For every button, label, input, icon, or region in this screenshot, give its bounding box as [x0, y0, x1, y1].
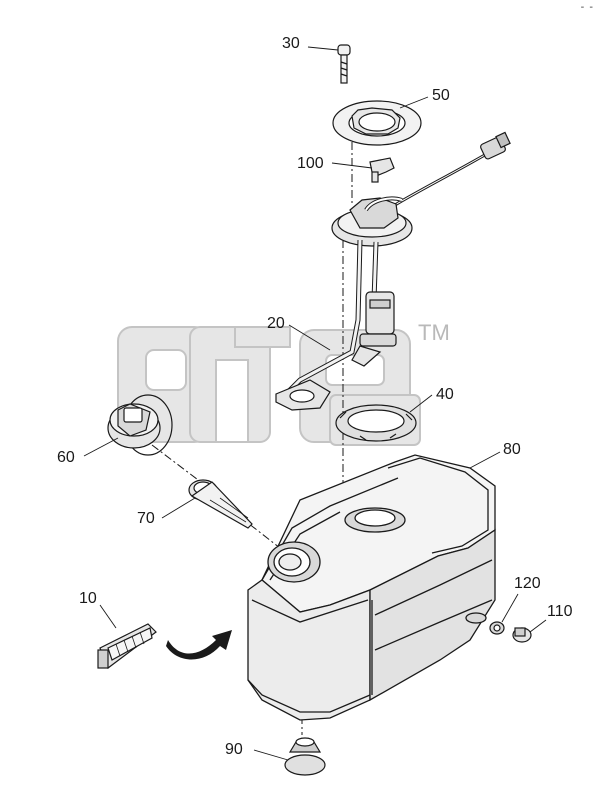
- watermark-inner: [145, 349, 385, 443]
- fuel-tank-part: [247, 454, 496, 721]
- install-arrow: [166, 630, 232, 660]
- callout-110: 110: [547, 603, 573, 620]
- callout-30: 30: [282, 35, 300, 52]
- callout-40: 40: [436, 386, 454, 403]
- filler-strainer-part: [188, 479, 253, 529]
- drain-plug-part: [512, 627, 532, 643]
- callout-20: 20: [267, 315, 285, 332]
- callout-80: 80: [503, 441, 521, 458]
- filter-part: [97, 623, 157, 669]
- callout-10: 10: [79, 590, 97, 607]
- fuel-cap-part: [107, 394, 173, 456]
- callout-60: 60: [57, 449, 75, 466]
- callout-120: 120: [514, 575, 541, 592]
- lock-ring-part: [335, 404, 417, 442]
- callout-70: 70: [137, 510, 155, 527]
- connector-part: [369, 157, 395, 183]
- leader-lines: [83, 46, 547, 761]
- seal-ring-part: [332, 100, 422, 146]
- callout-50: 50: [432, 87, 450, 104]
- callout-100: 100: [297, 155, 324, 172]
- fuel-pump-assembly: [275, 131, 511, 411]
- callout-90: 90: [225, 741, 243, 758]
- o-ring-part: [489, 621, 505, 635]
- rubber-mount-part: [284, 737, 326, 776]
- bolt-part: [337, 44, 351, 84]
- corner-mark: - -: [580, 2, 594, 13]
- watermark-trademark: TM: [418, 320, 450, 345]
